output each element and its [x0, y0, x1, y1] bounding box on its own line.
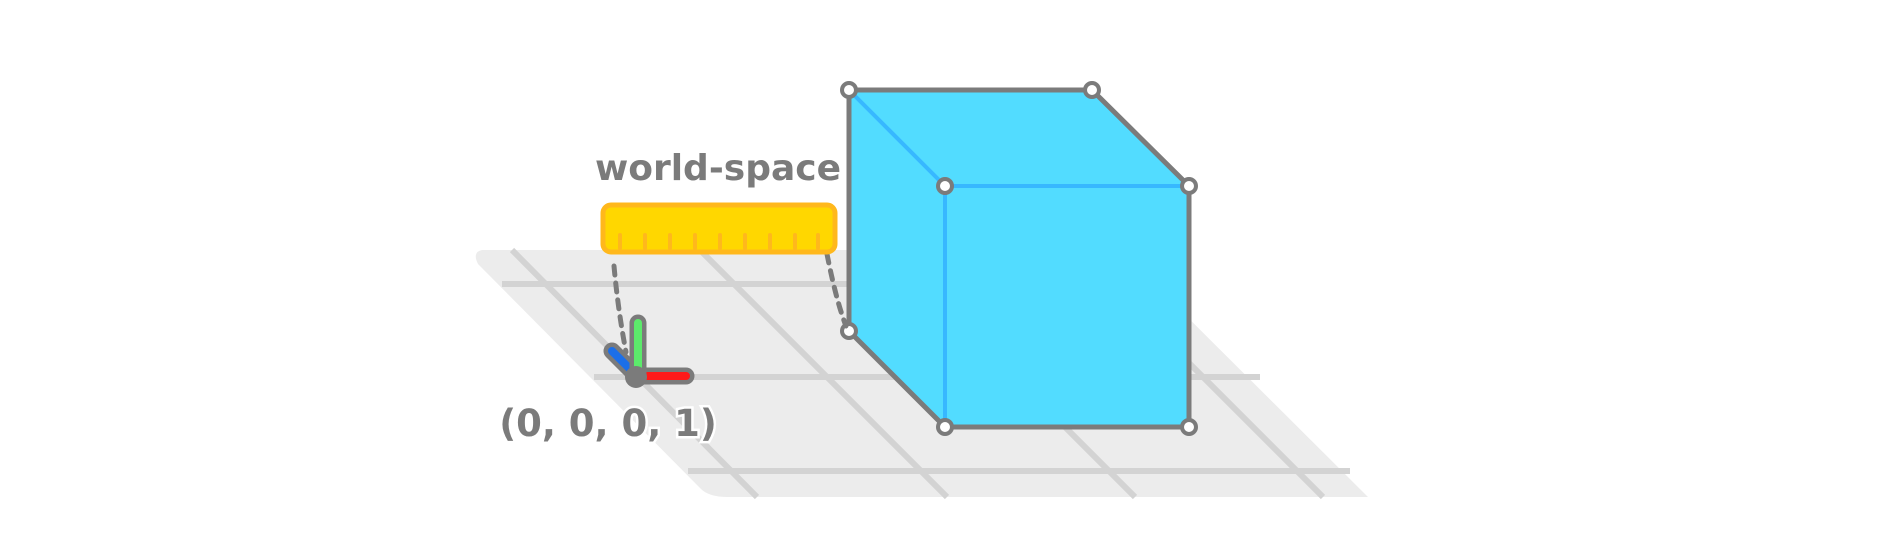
ruler-icon: [600, 202, 838, 255]
cube-vertex: [936, 418, 954, 436]
cube: [840, 81, 1198, 436]
cube-vertex: [1180, 418, 1198, 436]
axis-gizmo-icon: [603, 314, 695, 388]
cube-vertex: [840, 81, 858, 99]
cube-vertex: [1083, 81, 1101, 99]
measure-lines: [611, 251, 849, 355]
cube-vertex: [936, 177, 954, 195]
origin-coordinate-label: (0, 0, 0, 1): [499, 402, 717, 445]
world-space-label: world-space: [595, 148, 841, 189]
cube-hidden-edges: [847, 88, 1189, 427]
cube-vertex: [1180, 177, 1198, 195]
cube-vertices: [840, 81, 1198, 436]
cube-face-front: [945, 186, 1189, 427]
